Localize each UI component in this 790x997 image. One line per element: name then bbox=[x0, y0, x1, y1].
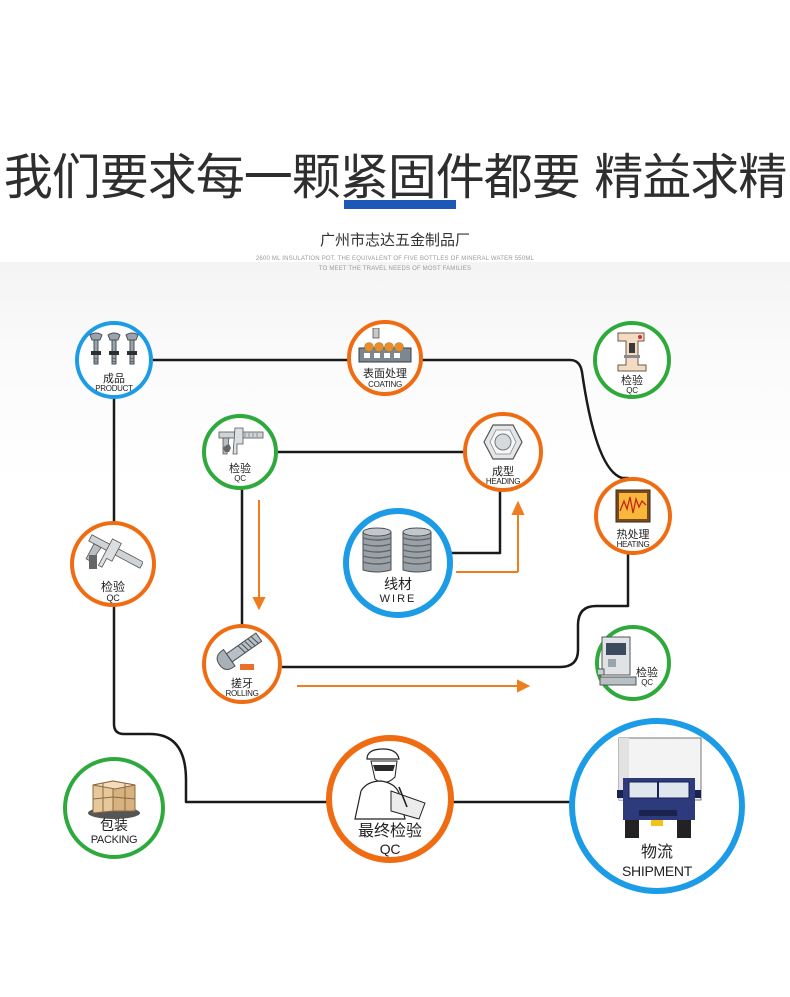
bolts-icon bbox=[89, 332, 139, 365]
node-label-en: QC bbox=[641, 678, 653, 687]
node-label-cn: 包装 bbox=[100, 818, 128, 834]
node-packing: 包装 PACKING bbox=[63, 757, 165, 859]
node-label-en: PACKING bbox=[90, 834, 138, 846]
node-heading: 成型 HEADING bbox=[463, 412, 543, 492]
node-label-cn: 检验 bbox=[229, 462, 251, 475]
boxes-icon bbox=[88, 780, 140, 819]
arrow-up-head bbox=[511, 500, 525, 515]
title-accent-bar bbox=[344, 200, 456, 209]
node-label-en: COATING bbox=[368, 380, 402, 389]
node-label-cn: 成型 bbox=[492, 465, 514, 478]
inspector-icon bbox=[354, 748, 426, 820]
tagline-line-1: 2600 ML INSULATION POT, THE EQUIVALENT O… bbox=[255, 256, 535, 262]
node-label-en: ROLLING bbox=[225, 689, 259, 698]
node-coating: 表面处理 COATING bbox=[347, 320, 423, 396]
node-label-en: PRODUCT bbox=[95, 384, 133, 393]
node-label-cn: 最终检验 bbox=[357, 821, 422, 840]
node-label-cn: 热处理 bbox=[616, 528, 650, 541]
node-qc-top: 检验 QC bbox=[593, 321, 671, 399]
measuring-machine-icon bbox=[598, 636, 637, 686]
node-label-cn: 检验 bbox=[636, 666, 658, 679]
caliper-icon bbox=[218, 427, 264, 455]
truck-icon bbox=[617, 737, 702, 838]
arrow-right-head bbox=[517, 679, 531, 693]
node-qc-inner: 检验 QC bbox=[202, 414, 278, 490]
node-label-en: QC bbox=[379, 841, 401, 857]
node-label-cn: 物流 bbox=[640, 842, 673, 861]
page-title: 我们要求每一颗紧固件都要 精益求精 bbox=[3, 149, 788, 206]
node-wire: 线材 WIRE bbox=[343, 508, 453, 618]
node-label-cn: 线材 bbox=[384, 577, 412, 593]
threaded-bolt-icon bbox=[216, 632, 263, 670]
node-rolling: 搓牙 ROLLING bbox=[202, 624, 282, 704]
node-label-cn: 检验 bbox=[621, 374, 643, 387]
node-label-en: HEADING bbox=[485, 477, 521, 486]
hex-bolt-head-icon bbox=[483, 424, 523, 460]
node-label-cn: 搓牙 bbox=[231, 677, 253, 690]
node-product: 成品 PRODUCT bbox=[75, 321, 153, 399]
hardness-tester-icon bbox=[617, 332, 647, 372]
arrow-down-head bbox=[252, 597, 266, 611]
caliper-icon bbox=[85, 534, 143, 569]
left-lower-line bbox=[112, 603, 328, 804]
furnace-chart-icon bbox=[615, 489, 651, 523]
coating-line-icon bbox=[358, 328, 412, 363]
node-label-cn: 检验 bbox=[100, 580, 125, 594]
node-label-en: QC bbox=[106, 593, 120, 603]
node-label-en: HEATING bbox=[616, 540, 650, 549]
node-final-qc: 最终检验 QC bbox=[326, 735, 454, 863]
outer-loop-line bbox=[114, 358, 630, 669]
node-label-en: QC bbox=[626, 386, 638, 395]
node-qc-right: 检验 QC bbox=[595, 625, 671, 701]
node-label-en: WIRE bbox=[379, 593, 417, 605]
wire-coils-icon bbox=[362, 527, 432, 573]
wire-to-heading-line bbox=[451, 489, 502, 555]
company-name: 广州市志达五金制品厂 bbox=[319, 231, 470, 249]
node-qc-left: 检验 QC bbox=[70, 521, 156, 607]
tagline-line-2: TO MEET THE TRAVEL NEEDS OF MOST FAMILIE… bbox=[318, 266, 472, 272]
node-label-en: QC bbox=[234, 474, 246, 483]
node-label-en: SHIPMENT bbox=[622, 863, 692, 879]
node-heating: 热处理 HEATING bbox=[594, 477, 672, 555]
node-label-cn: 成品 bbox=[103, 372, 125, 385]
node-label-cn: 表面处理 bbox=[363, 367, 407, 380]
node-shipment: 物流 SHIPMENT bbox=[569, 718, 745, 894]
